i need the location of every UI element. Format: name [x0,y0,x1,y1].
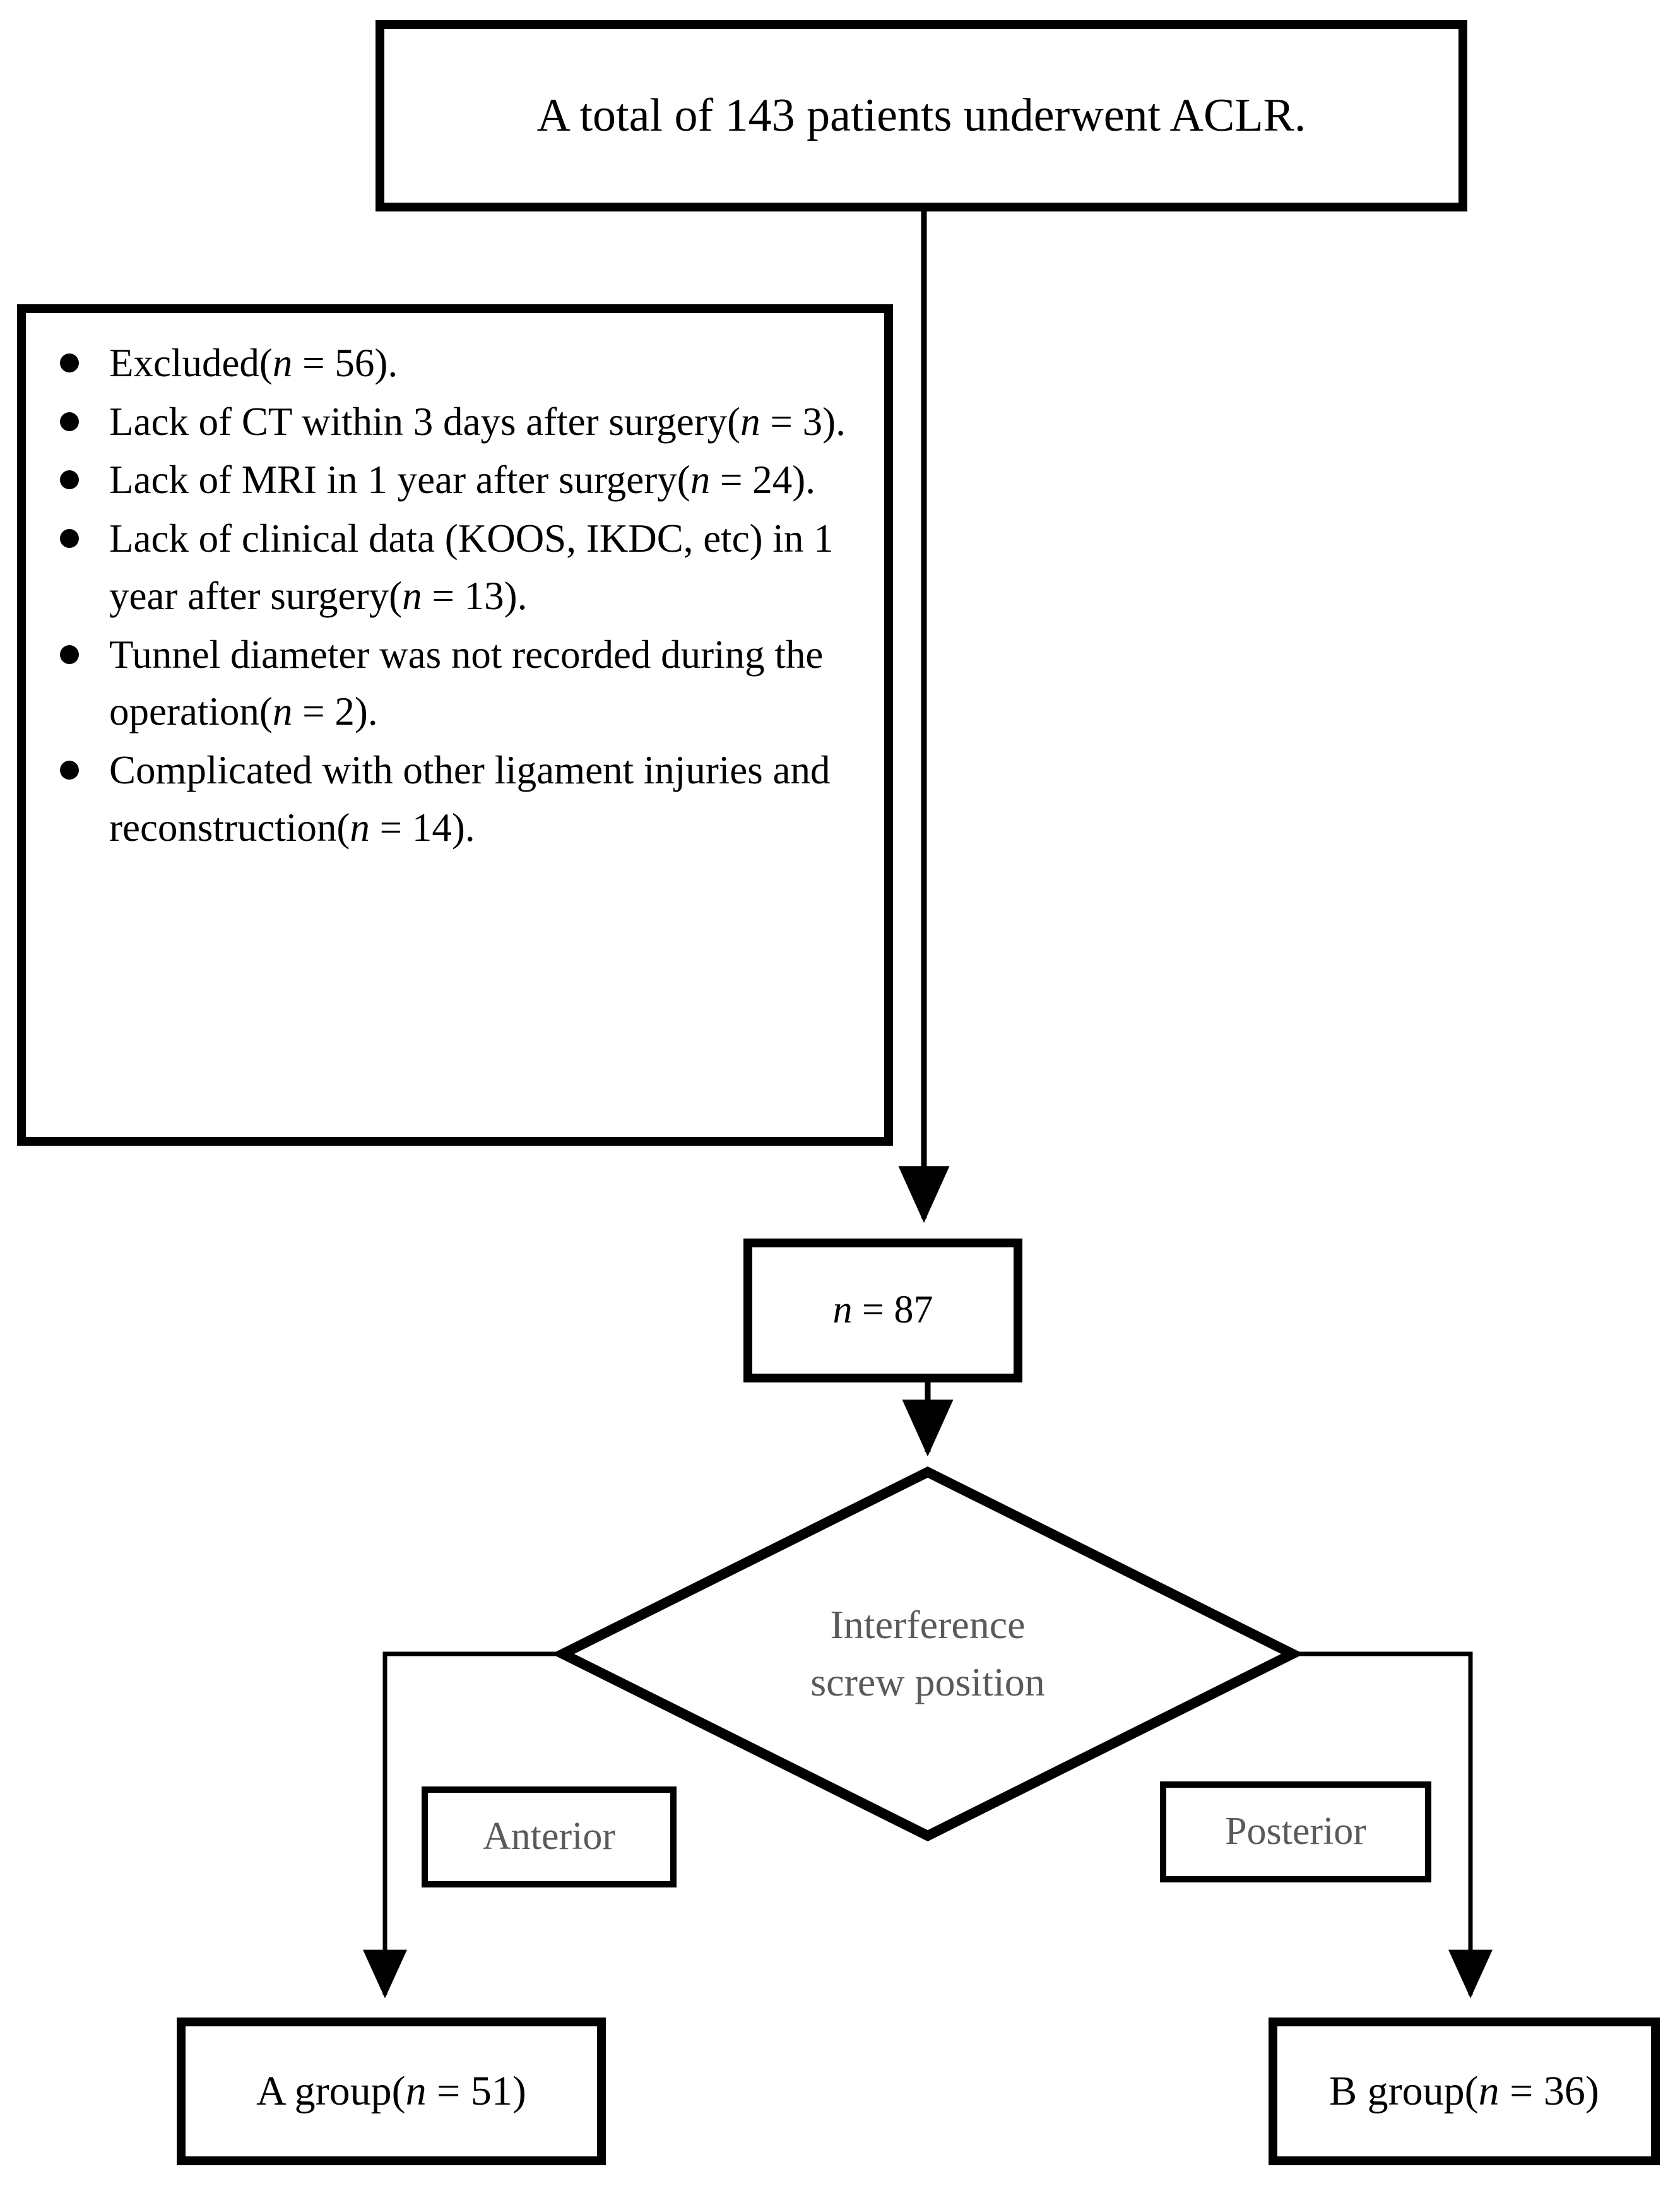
list-item: Excluded(n = 56). [38,335,868,392]
edge-decision-to-group-b [1297,1651,1493,1999]
node-total-patients[interactable]: A total of 143 patients underwent ACLR. [376,20,1467,211]
node-branch-posterior[interactable]: Posterior [1160,1781,1431,1882]
bullet-dot-icon [60,529,79,549]
list-item: Lack of CT within 3 days after surgery(n… [38,393,868,451]
italic-n: n [402,573,422,618]
node-remaining-cohort-label: n = 87 [832,1288,933,1332]
italic-n: n [405,2067,427,2114]
exclusion-bullet-text: Lack of MRI in 1 year after surgery(n = … [109,458,815,502]
italic-n: n [350,805,370,850]
italic-n: n [740,399,760,444]
exclusion-bullet-text: Tunnel diameter was not recorded during … [109,632,824,734]
bullet-dot-icon [60,412,79,431]
bullet-dot-icon [60,761,79,780]
node-shape-branch-posterior [1160,1781,1431,1882]
exclusion-bullet-text: Excluded(n = 56). [109,341,398,385]
exclusion-bullet-list: Excluded(n = 56). Lack of CT within 3 da… [38,335,868,856]
exclusion-bullet-text: Complicated with other ligament injuries… [109,748,831,850]
node-group-a[interactable]: A group(n = 51) [177,2018,606,2165]
node-shape-group-a [177,2018,606,2165]
node-shape-group-b [1269,2018,1660,2165]
node-group-a-label: A group(n = 51) [256,2067,526,2114]
node-shape-branch-anterior [422,1786,677,1887]
list-item: Lack of MRI in 1 year after surgery(n = … [38,451,868,509]
node-remaining-cohort[interactable]: n = 87 [743,1239,1022,1382]
edge-decision-to-group-a [363,1651,559,1999]
node-shape-decision [552,1466,1304,1841]
node-shape-excluded [17,304,893,1146]
italic-n: n [832,1288,853,1332]
node-exclusion-criteria[interactable]: Excluded(n = 56). Lack of CT within 3 da… [17,304,893,1146]
italic-n: n [272,341,293,385]
bullet-dot-icon [60,470,79,490]
bullet-dot-icon [60,645,79,664]
node-branch-posterior-label: Posterior [1225,1810,1366,1853]
list-item: Lack of clinical data (KOOS, IKDC, etc) … [38,510,868,624]
bullet-dot-icon [60,354,79,372]
node-group-b[interactable]: B group(n = 36) [1269,2018,1660,2165]
exclusion-bullet-text: Lack of CT within 3 days after surgery(n… [109,399,846,444]
exclusion-bullet-text: Lack of clinical data (KOOS, IKDC, etc) … [109,516,834,618]
italic-n: n [690,458,711,502]
node-group-b-label: B group(n = 36) [1329,2067,1599,2114]
italic-n: n [1478,2067,1500,2114]
node-branch-anterior-label: Anterior [482,1815,616,1858]
node-total-patients-label: A total of 143 patients underwent ACLR. [536,90,1306,142]
node-shape-total [376,20,1467,211]
italic-n: n [272,689,293,734]
node-branch-anterior[interactable]: Anterior [422,1786,677,1887]
node-shape-remaining [743,1239,1022,1382]
list-item: Tunnel diameter was not recorded during … [38,626,868,740]
list-item: Complicated with other ligament injuries… [38,742,868,856]
